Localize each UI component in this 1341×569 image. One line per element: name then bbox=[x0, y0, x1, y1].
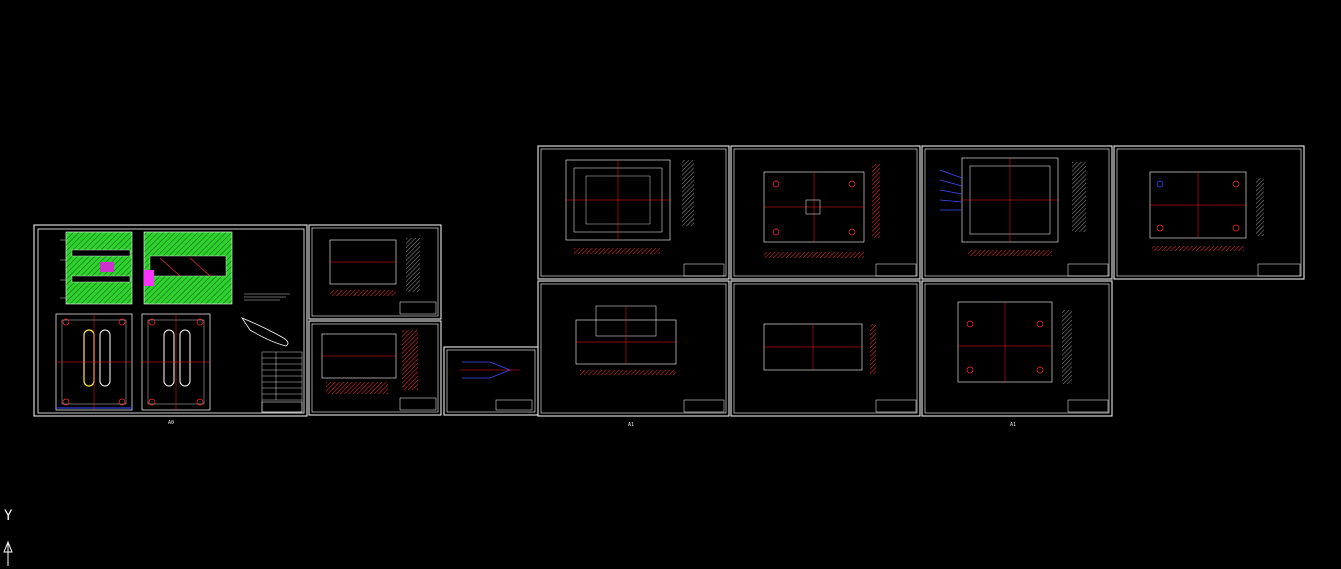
sheet-a1-plate-4[interactable] bbox=[1113, 145, 1305, 280]
sheet-inner-frame bbox=[733, 148, 918, 277]
section-hatch bbox=[872, 164, 880, 238]
section-hatch bbox=[682, 160, 694, 226]
technical-notes bbox=[244, 293, 290, 301]
sheet-outer-frame bbox=[921, 280, 1113, 417]
title-block bbox=[1067, 399, 1109, 413]
title-block bbox=[399, 397, 437, 411]
sheet-inner-frame bbox=[733, 283, 918, 414]
sheet-a1-plate-7[interactable] bbox=[921, 280, 1113, 417]
sheet-small-3[interactable] bbox=[443, 346, 539, 416]
section-hatch bbox=[1152, 246, 1244, 251]
section-view-left bbox=[60, 231, 133, 305]
sheet-small-2[interactable] bbox=[308, 320, 442, 416]
sheet-outer-frame bbox=[730, 280, 921, 417]
section-hatch bbox=[1256, 178, 1264, 236]
title-block bbox=[875, 399, 917, 413]
sheet-inner-frame bbox=[540, 283, 727, 414]
sheet-inner-frame bbox=[311, 323, 439, 413]
title-block bbox=[399, 301, 437, 315]
sheet-outer-frame bbox=[921, 145, 1113, 280]
sheet-inner-frame bbox=[446, 349, 536, 413]
sheet-inner-frame bbox=[540, 148, 727, 277]
sheet-label-a1-right: A1 bbox=[1010, 422, 1017, 428]
section-hatch bbox=[870, 324, 876, 374]
title-block bbox=[683, 399, 725, 413]
section-hatch bbox=[580, 370, 676, 375]
sheet-a0-assembly[interactable] bbox=[33, 224, 308, 417]
section-hatch bbox=[406, 238, 420, 292]
sheet-a1-plate-3[interactable] bbox=[921, 145, 1113, 280]
sheet-label-a1-left: A1 bbox=[628, 422, 635, 428]
section-hatch bbox=[1072, 162, 1086, 232]
title-block bbox=[495, 399, 533, 411]
sheet-inner-frame bbox=[311, 227, 439, 317]
sheet-outer-frame bbox=[537, 280, 730, 417]
sheet-outer-frame bbox=[33, 224, 308, 417]
sheet-a1-plate-1[interactable] bbox=[537, 145, 730, 280]
title-block bbox=[261, 401, 303, 413]
part-sketch bbox=[240, 317, 289, 347]
title-block bbox=[1257, 263, 1301, 277]
blue-leader-lines bbox=[939, 169, 963, 211]
sheet-inner-frame bbox=[924, 283, 1110, 414]
bill-of-materials-table bbox=[261, 351, 303, 413]
section-hatch bbox=[968, 250, 1052, 256]
section-hatch bbox=[574, 248, 660, 254]
sheet-inner-frame bbox=[37, 228, 305, 414]
sheet-outer-frame bbox=[308, 320, 442, 416]
ucs-icon bbox=[3, 540, 13, 566]
sheet-small-1[interactable] bbox=[308, 224, 442, 320]
sheet-inner-frame bbox=[924, 148, 1110, 277]
ucs-y-label: Y bbox=[4, 508, 13, 524]
sheet-outer-frame bbox=[1113, 145, 1305, 280]
sheet-label-a0: A0 bbox=[168, 420, 175, 426]
sheet-outer-frame bbox=[730, 145, 921, 280]
sheet-outer-frame bbox=[443, 346, 539, 416]
section-view-right bbox=[143, 231, 233, 305]
sheet-inner-frame bbox=[1116, 148, 1302, 277]
title-block bbox=[1067, 263, 1109, 277]
plan-view-right bbox=[141, 313, 211, 411]
sheet-a1-plate-6[interactable] bbox=[730, 280, 921, 417]
sheet-outer-frame bbox=[537, 145, 730, 280]
plan-view-left bbox=[55, 313, 133, 411]
sheet-a1-plate-2[interactable] bbox=[730, 145, 921, 280]
title-block bbox=[683, 263, 725, 277]
section-hatch bbox=[1062, 310, 1072, 384]
section-hatch bbox=[326, 382, 388, 394]
section-hatch bbox=[402, 330, 418, 390]
sheet-outer-frame bbox=[308, 224, 442, 320]
section-hatch bbox=[764, 252, 864, 258]
title-block bbox=[875, 263, 917, 277]
sheet-a1-plate-5[interactable] bbox=[537, 280, 730, 417]
section-hatch bbox=[330, 290, 396, 296]
